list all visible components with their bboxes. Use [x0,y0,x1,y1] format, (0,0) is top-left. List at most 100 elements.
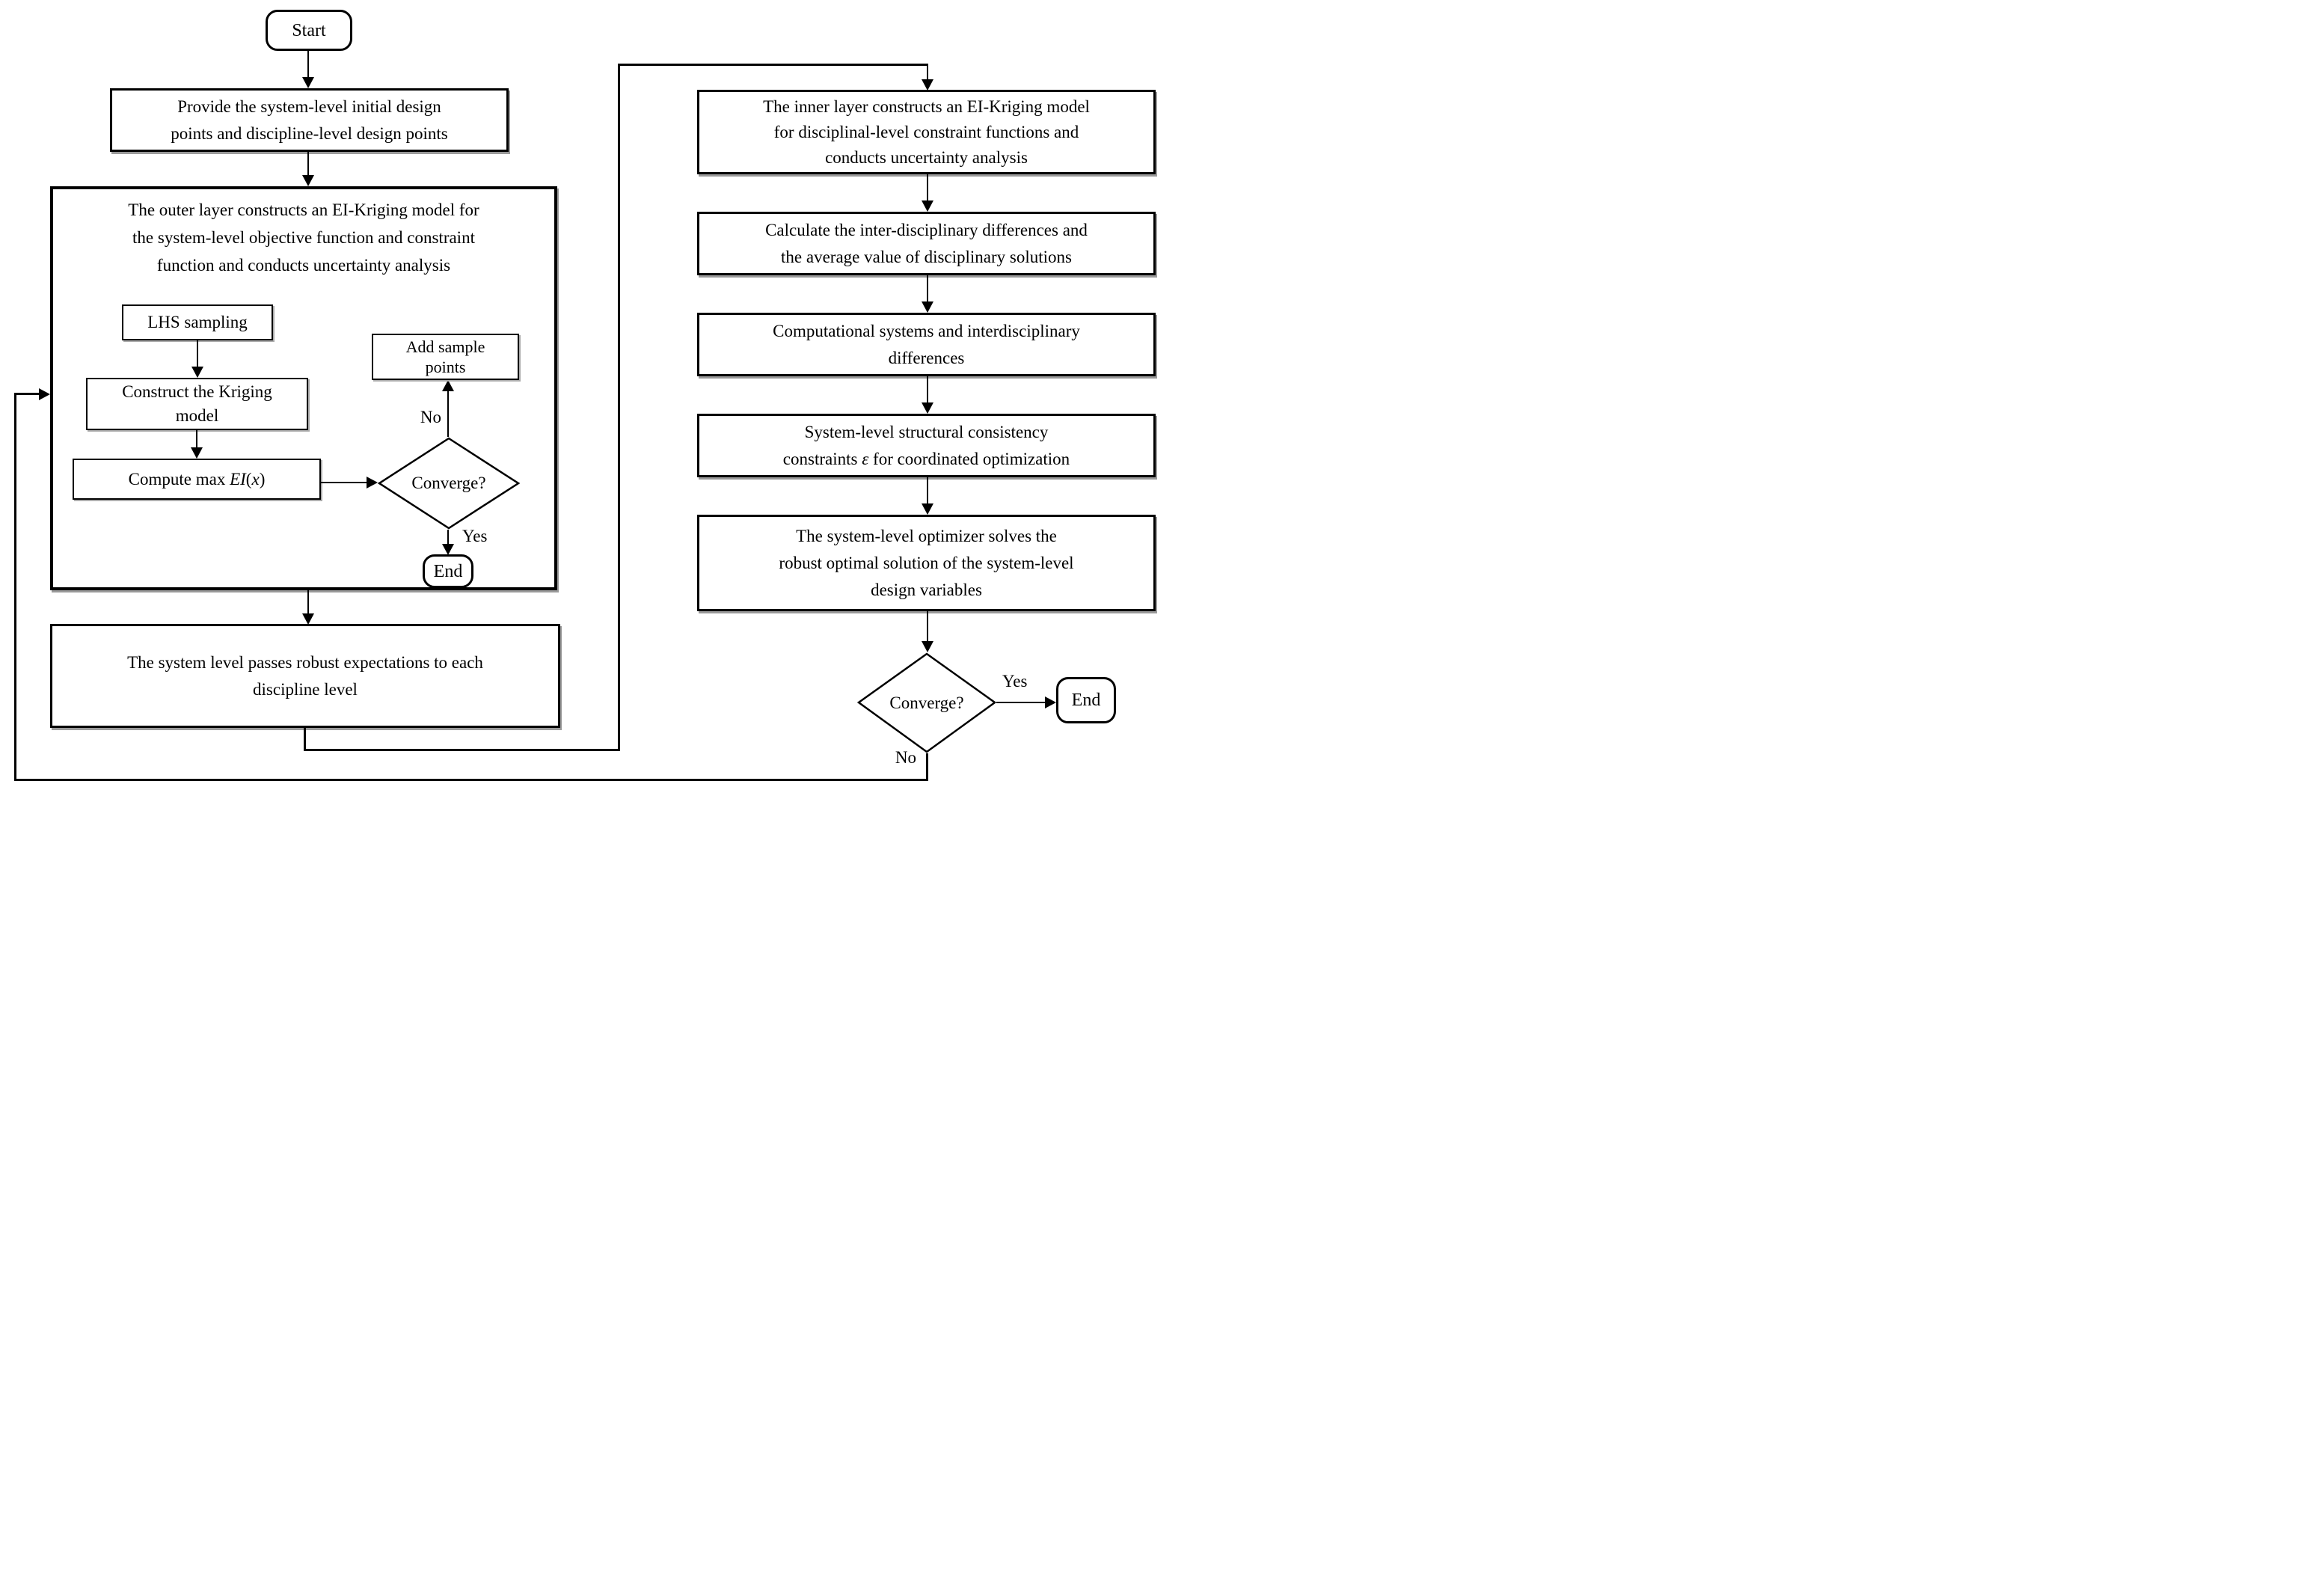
flowchart-canvas: Start Provide the system-level initial d… [0,0,1162,790]
decision-diamond-shape-right [857,652,996,753]
end-node-left: End [423,554,473,588]
arrowhead-calculate-computational [922,301,933,313]
calculate-line1: Calculate the inter-disciplinary differe… [765,220,1088,239]
compute-ei-label: Compute max EI(x) [129,466,266,493]
arrowhead-optimizer-converge [922,641,933,652]
provide-line2: points and discipline-level design point… [171,123,448,143]
add-sample-line2: points [425,358,466,376]
converge-left-label: Converge? [411,474,486,492]
arrowhead-converge-end-left [442,544,454,555]
arrowhead-converge-add [442,380,454,391]
outer-title-line1: The outer layer constructs an EI-Kriging… [128,200,479,219]
arrowhead-converge-end-right [1045,696,1056,708]
inner-kriging-box: The inner layer constructs an EI-Kriging… [697,90,1156,174]
connector-computational-constraints [927,376,928,403]
end-node-right: End [1056,677,1116,723]
connector-construct-compute [196,430,197,448]
constraints-line2: constraints ε for coordinated optimizati… [783,446,1070,473]
connector-outer-pass [307,590,309,614]
connector-top-right [618,64,928,66]
lhs-sampling-label: LHS sampling [147,313,248,331]
end-right-label: End [1071,691,1101,710]
connector-into-inner [927,64,928,80]
connector-calculate-computational [927,275,928,302]
connector-converge-end-left [447,530,449,545]
optimizer-box: The system-level optimizer solves the ro… [697,515,1156,611]
start-label: Start [292,20,326,40]
connector-pass-right [304,749,620,751]
arrowhead-into-inner [922,79,933,91]
epsilon-symbol: ε [862,449,869,468]
construct-line1: Construct the Kriging [122,382,272,401]
connector-optimizer-converge [927,611,928,643]
arrowhead-compute-converge [367,477,378,489]
inner-line1: The inner layer constructs an EI-Kriging… [763,97,1090,116]
connector-converge-add [447,391,449,437]
connector-inner-calculate [927,174,928,201]
decision-diamond-shape [378,437,520,530]
converge-decision-right: Converge? [857,652,996,753]
outer-kriging-title: The outer layer constructs an EI-Kriging… [59,196,548,279]
connector-lhs-construct [197,340,198,367]
provide-points-box: Provide the system-level initial design … [110,88,509,152]
connector-compute-converge [321,482,367,483]
converge-right-label: Converge? [889,693,964,712]
constraints-pre: constraints [782,449,862,468]
connector-pass-down [304,728,306,751]
converge-decision-left: Converge? [378,437,520,530]
connector-converge-end-right [996,702,1046,703]
connector-no-down [926,753,928,781]
optimizer-line1: The system-level optimizer solves the [796,526,1057,545]
compute-x-symbol: x [251,469,260,489]
compute-close-paren: ) [259,469,266,489]
lhs-sampling-box: LHS sampling [122,304,273,340]
consistency-constraints-box: System-level structural consistency cons… [697,414,1156,477]
computational-systems-box: Computational systems and interdisciplin… [697,313,1156,376]
add-sample-line1: Add sample [405,337,485,356]
pass-expectations-box: The system level passes robust expectati… [50,624,560,728]
no-label-right: No [895,748,916,767]
compute-ei-symbol: EI [230,469,246,489]
computational-line1: Computational systems and interdisciplin… [773,321,1080,340]
connector-no-left [14,779,928,781]
arrowhead-lhs-construct [191,367,203,378]
optimizer-line3: design variables [871,580,982,599]
end-left-label: End [433,561,463,581]
construct-line2: model [175,406,219,425]
outer-title-line2: the system-level objective function and … [132,228,475,247]
arrowhead-no-into-outer [39,388,50,400]
connector-up-right-spine [618,64,620,751]
calculate-differences-box: Calculate the inter-disciplinary differe… [697,212,1156,275]
pass-line1: The system level passes robust expectati… [127,652,483,672]
construct-kriging-box: Construct the Kriging model [86,378,308,430]
constraints-line1: System-level structural consistency [804,422,1049,441]
connector-start-provide [307,51,309,78]
arrowhead-outer-pass [302,613,314,625]
outer-title-line3: function and conducts uncertainty analys… [156,256,451,275]
compute-open-paren: ( [245,469,252,489]
connector-provide-outer [307,152,309,176]
arrowhead-construct-compute [191,447,203,459]
inner-line3: conducts uncertainty analysis [825,147,1028,167]
connector-constraints-optimizer [927,477,928,504]
compute-prefix: Compute max [128,469,230,489]
inner-line2: for disciplinal-level constraint functio… [773,122,1079,141]
connector-no-up [14,394,16,781]
optimizer-line2: robust optimal solution of the system-le… [779,553,1074,572]
arrowhead-constraints-optimizer [922,503,933,515]
arrowhead-computational-constraints [922,402,933,414]
pass-line2: discipline level [253,679,358,699]
provide-line1: Provide the system-level initial design [177,97,441,116]
computational-line2: differences [888,348,965,367]
arrowhead-start-provide [302,77,314,88]
no-label-left: No [420,408,441,426]
yes-label-right: Yes [1002,672,1028,691]
start-node: Start [266,10,352,51]
connector-no-into-outer [14,393,40,395]
yes-label-left: Yes [462,527,488,545]
calculate-line2: the average value of disciplinary soluti… [781,247,1072,266]
compute-ei-box: Compute max EI(x) [73,459,321,500]
arrowhead-provide-outer [302,175,314,186]
constraints-post: for coordinated optimization [868,449,1070,468]
arrowhead-inner-calculate [922,200,933,212]
